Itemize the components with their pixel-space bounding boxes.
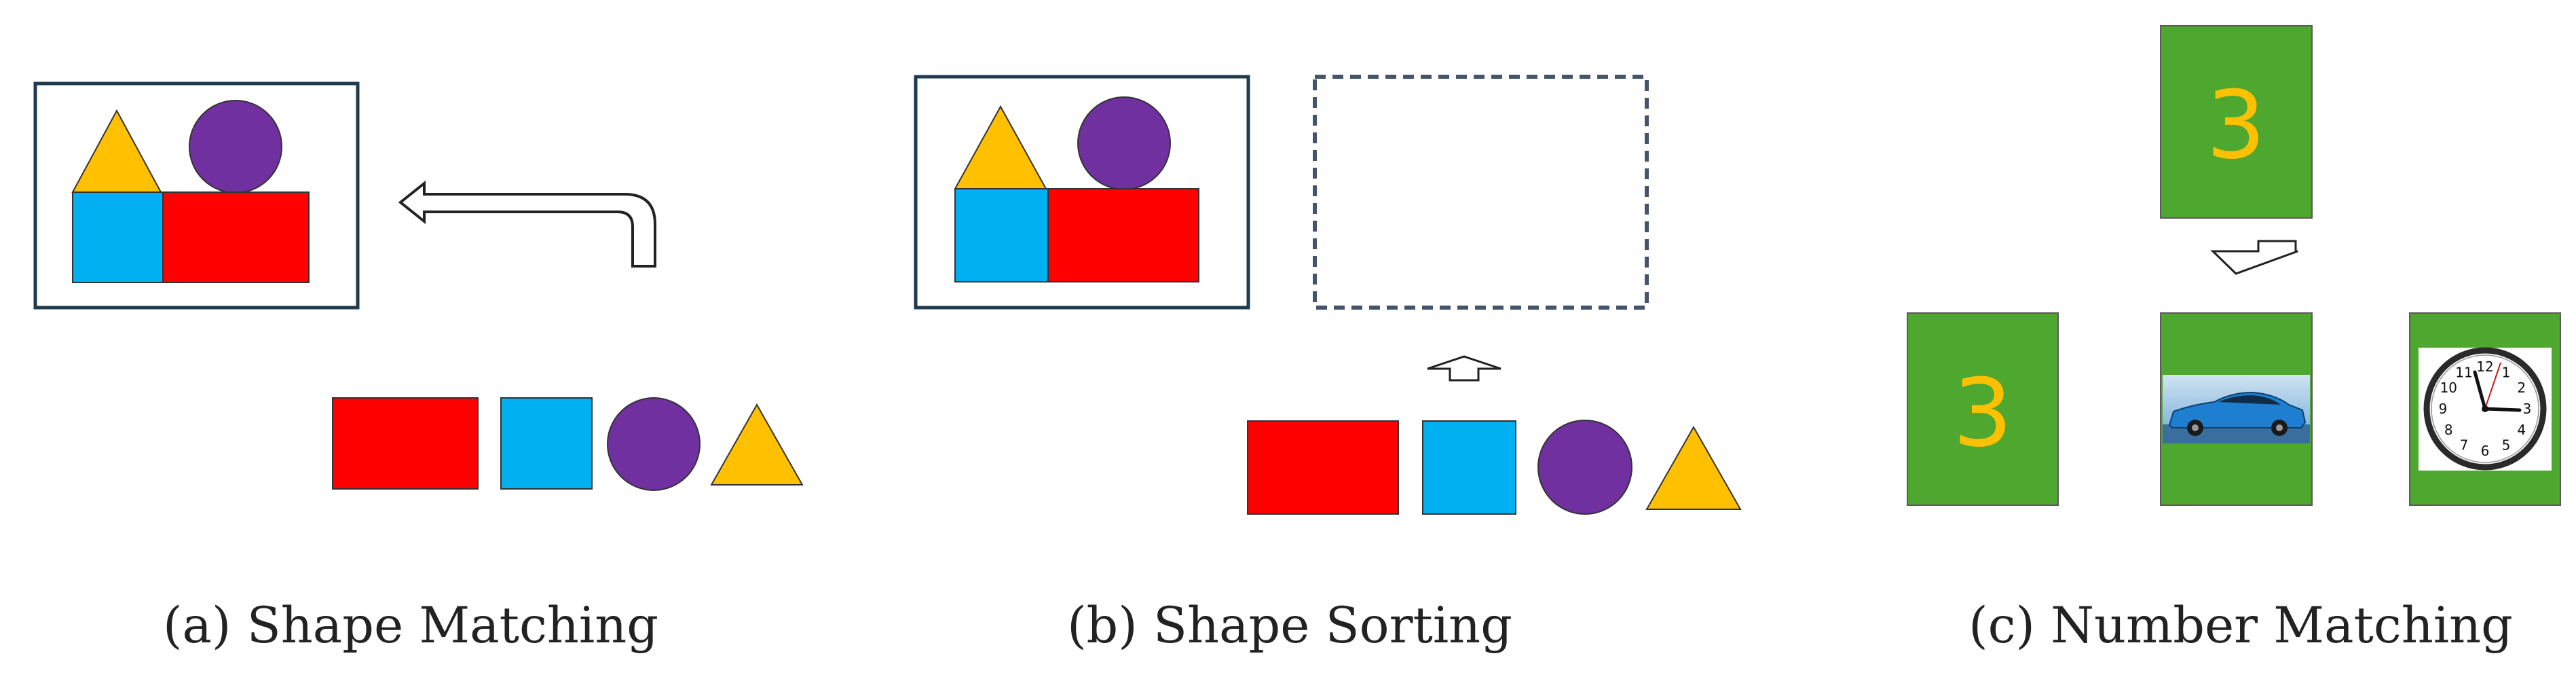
- arrow-down-icon: [2210, 240, 2298, 275]
- panel-shape-matching: [33, 81, 804, 491]
- target-card-face: [2160, 25, 2313, 219]
- clock-numeral: 9: [2439, 401, 2448, 417]
- clock-numeral: 4: [2517, 422, 2526, 438]
- clock-numeral: 1: [2502, 364, 2511, 380]
- clock-numeral: 11: [2455, 364, 2472, 380]
- caption-a: (a) Shape Matching: [163, 597, 658, 655]
- panel-number-matching: 3 3 12 12: [1907, 25, 2561, 506]
- clock-numeral: 7: [2460, 437, 2469, 454]
- clock-numeral: 2: [2517, 380, 2526, 396]
- target-card: 3: [2160, 25, 2313, 219]
- arrow-up-icon: [1427, 355, 1501, 382]
- composite-circle: [1077, 96, 1171, 190]
- choice-card-digit: 3: [1907, 312, 2059, 506]
- loose-triangle: [710, 403, 804, 486]
- loose-square: [500, 397, 593, 490]
- caption-b: (b) Shape Sorting: [1067, 597, 1512, 655]
- loose-triangle: [1645, 425, 1742, 510]
- composite-rectangle: [1047, 188, 1199, 282]
- target-card-digit: 3: [2206, 71, 2266, 180]
- clock-numeral: 10: [2440, 380, 2457, 396]
- choice-card-digit-text: 3: [1953, 359, 2013, 468]
- car-photo-icon: [2163, 375, 2310, 443]
- composite-shape-frame: [33, 81, 360, 310]
- composite-square: [954, 188, 1049, 282]
- clock-numeral: 6: [2481, 443, 2490, 459]
- clock-numeral: 3: [2523, 401, 2532, 417]
- composite-shape-frame: [914, 75, 1250, 310]
- composite-circle: [189, 100, 282, 194]
- empty-target-frame: [1313, 75, 1649, 310]
- choice-card-face: [1907, 312, 2059, 506]
- hook-arrow-left-icon: [398, 180, 656, 268]
- composite-rectangle: [162, 191, 310, 283]
- loose-circle: [607, 397, 701, 491]
- clock-numeral: 8: [2444, 422, 2453, 438]
- clock-numeral: 5: [2502, 437, 2511, 454]
- loose-rectangle: [332, 397, 479, 490]
- loose-circle: [1537, 420, 1632, 515]
- clock-numeral: 12: [2476, 359, 2493, 375]
- loose-rectangle: [1247, 420, 1399, 515]
- choice-card-car: [2160, 312, 2313, 506]
- loose-shapes-row: [1247, 420, 1742, 515]
- panel-shape-sorting: [914, 75, 1742, 515]
- composite-square: [72, 191, 164, 283]
- loose-square: [1422, 420, 1516, 515]
- loose-shapes-row: [332, 397, 804, 491]
- caption-c: (c) Number Matching: [1968, 597, 2513, 655]
